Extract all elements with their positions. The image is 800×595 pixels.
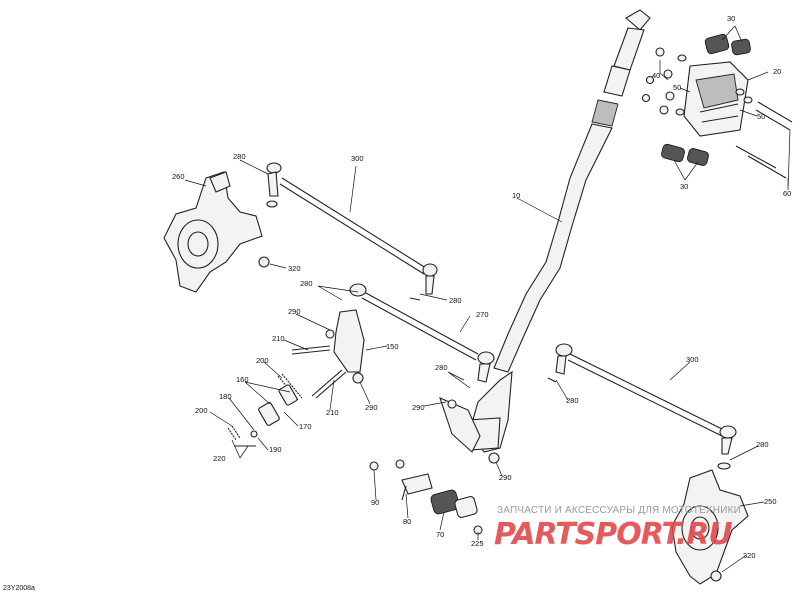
callout-320-right: 320 (743, 551, 756, 560)
callout-50-right: 50 (757, 112, 766, 121)
pitman-bracket (325, 309, 500, 464)
lower-gear-assembly (369, 459, 483, 535)
callout-300-right: 300 (686, 355, 699, 364)
hardware-bolts-bushings (227, 345, 347, 447)
callout-290-mid: 290 (412, 403, 425, 412)
callout-60: 60 (783, 189, 792, 198)
right-tie-rod (547, 343, 737, 470)
leader-lines (184, 25, 791, 573)
callout-50-left: 50 (673, 83, 682, 92)
right-steering-knuckle (671, 469, 749, 585)
callout-280-far-right: 280 (756, 440, 769, 449)
callout-280-center: 280 (449, 296, 462, 305)
callout-40: 40 (652, 71, 661, 80)
callout-280-right: 280 (566, 396, 579, 405)
callout-290-lower: 290 (365, 403, 378, 412)
callout-80: 80 (403, 517, 412, 526)
callout-10: 10 (512, 191, 521, 200)
callout-20: 20 (773, 67, 782, 76)
callout-280-left: 280 (300, 279, 313, 288)
watermark-caption: ЗАПЧАСТИ И АКСЕССУАРЫ ДЛЯ МОТОТЕХНИКИ (497, 505, 742, 516)
callout-210-top: 210 (272, 334, 285, 343)
callout-150: 150 (386, 342, 399, 351)
steering-column (467, 9, 651, 453)
left-steering-knuckle (163, 171, 270, 293)
left-tie-rod (266, 162, 438, 295)
callout-200-top: 200 (256, 356, 269, 365)
callout-320-left: 320 (288, 264, 301, 273)
callout-225: 225 (471, 539, 484, 548)
callout-290-right: 290 (499, 473, 512, 482)
callout-290-upper: 290 (288, 307, 301, 316)
diagram-code: 23Y2008a (3, 585, 35, 592)
callout-170: 170 (299, 422, 312, 431)
callout-30-top: 30 (727, 14, 736, 23)
callout-250: 250 (764, 497, 777, 506)
callout-190: 190 (269, 445, 282, 454)
callout-180: 180 (219, 392, 232, 401)
center-tie-rod (349, 283, 495, 383)
upper-gear-assembly (641, 33, 793, 179)
watermark-logo: PARTSPORT.RU (494, 517, 733, 552)
callout-280-mid: 280 (435, 363, 448, 372)
callout-210-bottom: 210 (326, 408, 339, 417)
callout-30-bottom: 30 (680, 182, 689, 191)
callout-280-upper-left: 280 (233, 152, 246, 161)
callout-260: 260 (172, 172, 185, 181)
callout-70: 70 (436, 530, 445, 539)
callout-220: 220 (213, 454, 226, 463)
callout-200-left: 200 (195, 406, 208, 415)
callout-300-left: 300 (351, 154, 364, 163)
callout-160: 160 (236, 375, 249, 384)
callout-270: 270 (476, 310, 489, 319)
callout-90: 90 (371, 498, 380, 507)
